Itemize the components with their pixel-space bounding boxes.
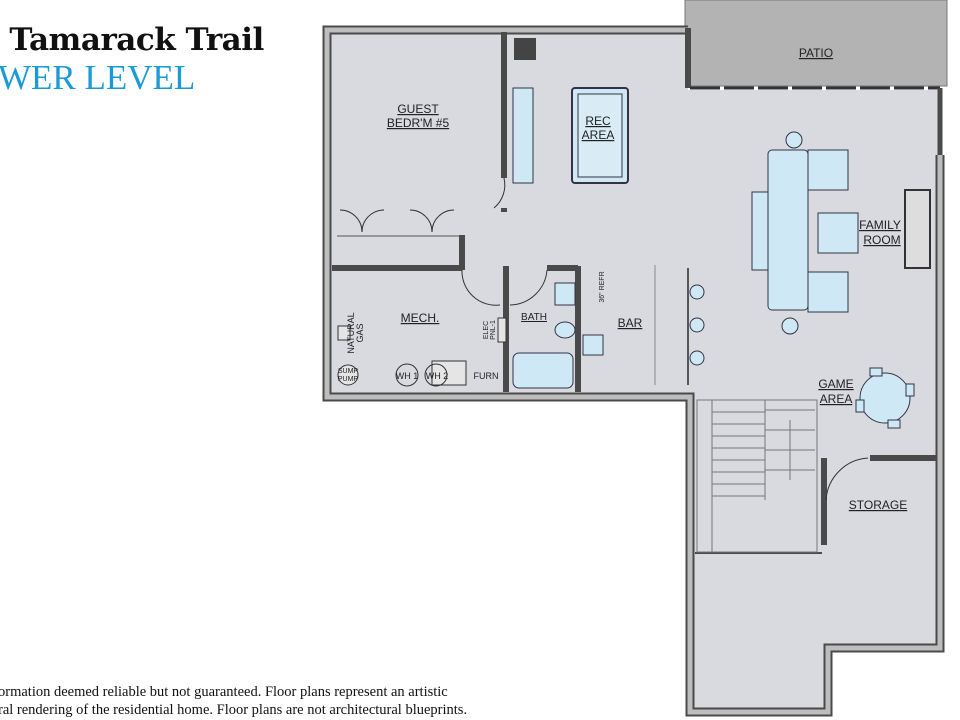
room-label-patio: PATIO	[799, 46, 833, 60]
room-label-rec: REC	[585, 114, 611, 128]
game-table	[859, 372, 911, 424]
exterior-wall-inner	[324, 27, 943, 715]
label-sump: SUMP	[338, 368, 359, 375]
room-label-bar: BAR	[618, 316, 643, 330]
level-subtitle: WER LEVEL	[0, 58, 196, 97]
patio-area	[684, 0, 948, 87]
room-label-family: FAMILY	[859, 218, 901, 232]
disclaimer-line-1: ormation deemed reliable but not guarant…	[0, 684, 448, 700]
room-label-guest-2: BEDR'M #5	[387, 116, 450, 130]
property-title: 7 Tamarack Trail	[0, 22, 264, 58]
label-refrigerator: 36" REFR	[599, 271, 606, 302]
room-label-bath: BATH	[521, 312, 547, 323]
label-pump: PUMP	[338, 376, 359, 383]
room-label-guest: GUEST	[397, 102, 439, 116]
label-elec: ELEC	[483, 321, 490, 339]
staircase	[696, 399, 818, 553]
disclaimer: ormation deemed reliable but not guarant…	[0, 683, 467, 719]
fireplace	[904, 189, 931, 269]
label-wh2: WH 2	[426, 371, 449, 381]
armchair	[807, 149, 849, 191]
bathtub	[512, 352, 574, 389]
disclaimer-line-2: ral rendering of the residential home. F…	[0, 702, 468, 718]
room-label-family-2: ROOM	[863, 233, 900, 247]
interior-walls	[332, 32, 937, 554]
label-natural-gas: NATURAL	[346, 312, 356, 353]
label-natural-gas-2: GAS	[355, 323, 365, 342]
armchair	[817, 212, 859, 254]
room-label-rec-2: AREA	[582, 128, 615, 142]
label-wh1: WH 1	[396, 371, 419, 381]
bar-counter	[512, 87, 534, 184]
sectional-sofa	[767, 149, 809, 311]
room-label-mech: MECH.	[401, 311, 440, 325]
armchair	[807, 271, 849, 313]
floor-area	[327, 30, 940, 712]
label-elec-2: PNL-1	[490, 320, 497, 340]
room-label-storage: STORAGE	[849, 498, 907, 512]
door-swings	[339, 177, 869, 501]
room-label-game-2: AREA	[820, 392, 853, 406]
room-label-game: GAME	[818, 377, 853, 391]
furniture	[512, 87, 915, 429]
label-furn: FURN	[474, 371, 499, 381]
